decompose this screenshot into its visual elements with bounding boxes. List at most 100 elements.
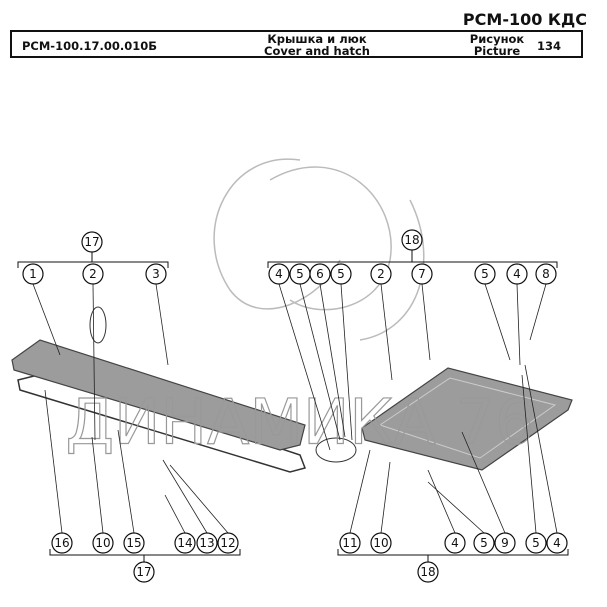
picture-ru: Рисунок xyxy=(469,32,525,46)
callout-number: 5 xyxy=(481,267,489,281)
part-callout: 16 xyxy=(51,532,73,554)
callout-number: 15 xyxy=(126,536,141,550)
part-callout: 5 xyxy=(474,263,496,285)
leader-line xyxy=(164,494,186,534)
leader-line xyxy=(44,389,63,534)
title-ru: Крышка и люк xyxy=(267,32,367,46)
leader-line xyxy=(162,459,208,534)
leader-line xyxy=(92,283,96,441)
callout-number: 18 xyxy=(420,565,435,579)
part-callout: 8 xyxy=(535,263,557,285)
detail-ellipse xyxy=(89,306,107,344)
callout-number: 5 xyxy=(296,267,304,281)
callout-number: 9 xyxy=(501,536,509,550)
callout-number: 10 xyxy=(95,536,110,550)
part-callout: 2 xyxy=(370,263,392,285)
callout-number: 16 xyxy=(54,536,69,550)
callout-number: 18 xyxy=(404,233,419,247)
leader-line xyxy=(169,464,229,534)
callout-number: 5 xyxy=(480,536,488,550)
leader-line xyxy=(380,283,393,381)
callout-number: 4 xyxy=(513,267,521,281)
callout-number: 5 xyxy=(532,536,540,550)
callout-number: 17 xyxy=(136,565,151,579)
leader-line xyxy=(155,283,169,366)
cover-part xyxy=(11,339,306,473)
part-callout: 4 xyxy=(268,263,290,285)
part-callout: 6 xyxy=(309,263,331,285)
leader-line xyxy=(427,469,456,534)
part-callout: 3 xyxy=(145,263,167,285)
callout-number: 7 xyxy=(418,267,426,281)
callout-number: 17 xyxy=(84,235,99,249)
leader-line xyxy=(521,374,537,534)
leader-line xyxy=(319,283,346,438)
callout-number: 8 xyxy=(542,267,550,281)
leader-line xyxy=(516,283,521,366)
callout-number: 6 xyxy=(316,267,324,281)
leader-line xyxy=(299,283,341,441)
callout-number: 5 xyxy=(337,267,345,281)
callout-number: 1 xyxy=(29,267,37,281)
callout-number: 13 xyxy=(199,536,214,550)
part-callout: 13 xyxy=(196,532,218,554)
leader-line xyxy=(427,481,485,534)
group-callout: 18 xyxy=(401,229,423,251)
leader-line xyxy=(349,449,371,534)
group-callout: 17 xyxy=(133,561,155,583)
watermark-text: ДИНАМИКА 76 xyxy=(66,386,535,459)
part-callout: 11 xyxy=(339,532,361,554)
leader-line xyxy=(421,283,431,361)
part-callout: 5 xyxy=(330,263,352,285)
callout-number: 2 xyxy=(377,267,385,281)
part-callout: 12 xyxy=(217,532,239,554)
group-callout: 18 xyxy=(417,561,439,583)
leader-line xyxy=(91,436,104,534)
part-callout: 4 xyxy=(506,263,528,285)
part-callout: 7 xyxy=(411,263,433,285)
callout-number: 14 xyxy=(177,536,192,550)
detail-ellipse xyxy=(315,437,357,463)
assembly-code: РСМ-100.17.00.010Б xyxy=(22,39,157,53)
callout-number: 10 xyxy=(373,536,388,550)
title-en: Cover and hatch xyxy=(264,44,370,58)
part-callout: 15 xyxy=(123,532,145,554)
callout-number: 4 xyxy=(275,267,283,281)
leader-line xyxy=(524,364,558,534)
callout-number: 4 xyxy=(451,536,459,550)
part-callout: 5 xyxy=(473,532,495,554)
part-callout: 5 xyxy=(525,532,547,554)
leader-line xyxy=(117,429,135,534)
group-callout: 17 xyxy=(81,231,103,253)
part-callout: 1 xyxy=(22,263,44,285)
hatch-part xyxy=(361,367,573,471)
picture-number: 134 xyxy=(537,39,562,53)
part-callout: 10 xyxy=(92,532,114,554)
leader-line xyxy=(278,283,331,451)
callout-number: 3 xyxy=(152,267,160,281)
model-name: РСМ-100 КДС xyxy=(462,10,587,29)
leader-line xyxy=(529,283,547,341)
leader-line xyxy=(32,283,61,356)
leader-line xyxy=(380,461,391,534)
callout-number: 2 xyxy=(89,267,97,281)
part-callout: 4 xyxy=(546,532,568,554)
callout-number: 4 xyxy=(553,536,561,550)
callout-number: 12 xyxy=(220,536,235,550)
group-bracket xyxy=(337,549,569,582)
picture-en: Picture xyxy=(473,44,521,58)
part-callout: 10 xyxy=(370,532,392,554)
leader-line xyxy=(484,283,511,361)
callout-number: 11 xyxy=(342,536,357,550)
leader-line xyxy=(461,431,506,534)
part-callout: 5 xyxy=(289,263,311,285)
logo-watermark xyxy=(213,158,425,341)
part-callout: 4 xyxy=(444,532,466,554)
leader-line xyxy=(340,283,353,441)
part-callout: 14 xyxy=(174,532,196,554)
